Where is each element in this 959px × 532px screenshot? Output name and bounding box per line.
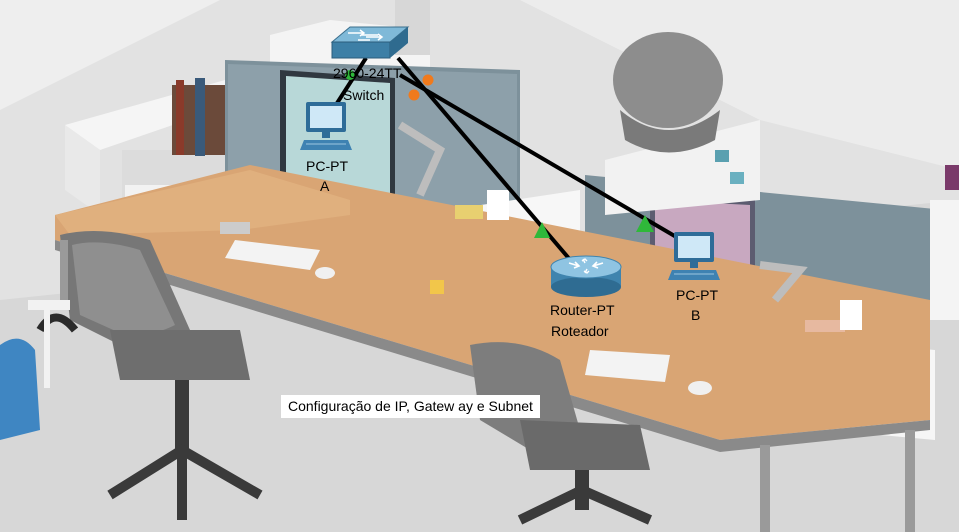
link-indicator-switch-router	[408, 89, 420, 101]
switch-model-label: 2960-24TT	[333, 65, 402, 81]
switch-icon	[330, 26, 410, 59]
pc-a-name-label: A	[320, 178, 330, 194]
switch-device[interactable]	[330, 24, 410, 64]
switch-name-label: Switch	[343, 87, 385, 103]
link-indicator-router	[534, 222, 550, 238]
router-name-label: Roteador	[551, 323, 609, 339]
pc-a-model-label: PC-PT	[306, 158, 348, 174]
pc-b-name-label: B	[691, 307, 701, 323]
link-indicator-switch-pcb	[422, 74, 434, 86]
pc-b-model-label: PC-PT	[676, 287, 718, 303]
topology-note[interactable]: Configuração de IP, Gatew ay e Subnet	[281, 395, 540, 418]
router-model-label: Router-PT	[550, 302, 615, 318]
pc-icon	[300, 102, 352, 150]
router-icon	[550, 255, 622, 297]
link-indicator-switch-pca	[345, 70, 355, 80]
pc-b-device[interactable]	[668, 230, 720, 282]
link-indicator-pcb	[636, 215, 654, 232]
pc-icon	[668, 232, 720, 280]
router-device[interactable]	[549, 253, 623, 299]
pc-a-device[interactable]	[300, 100, 352, 152]
